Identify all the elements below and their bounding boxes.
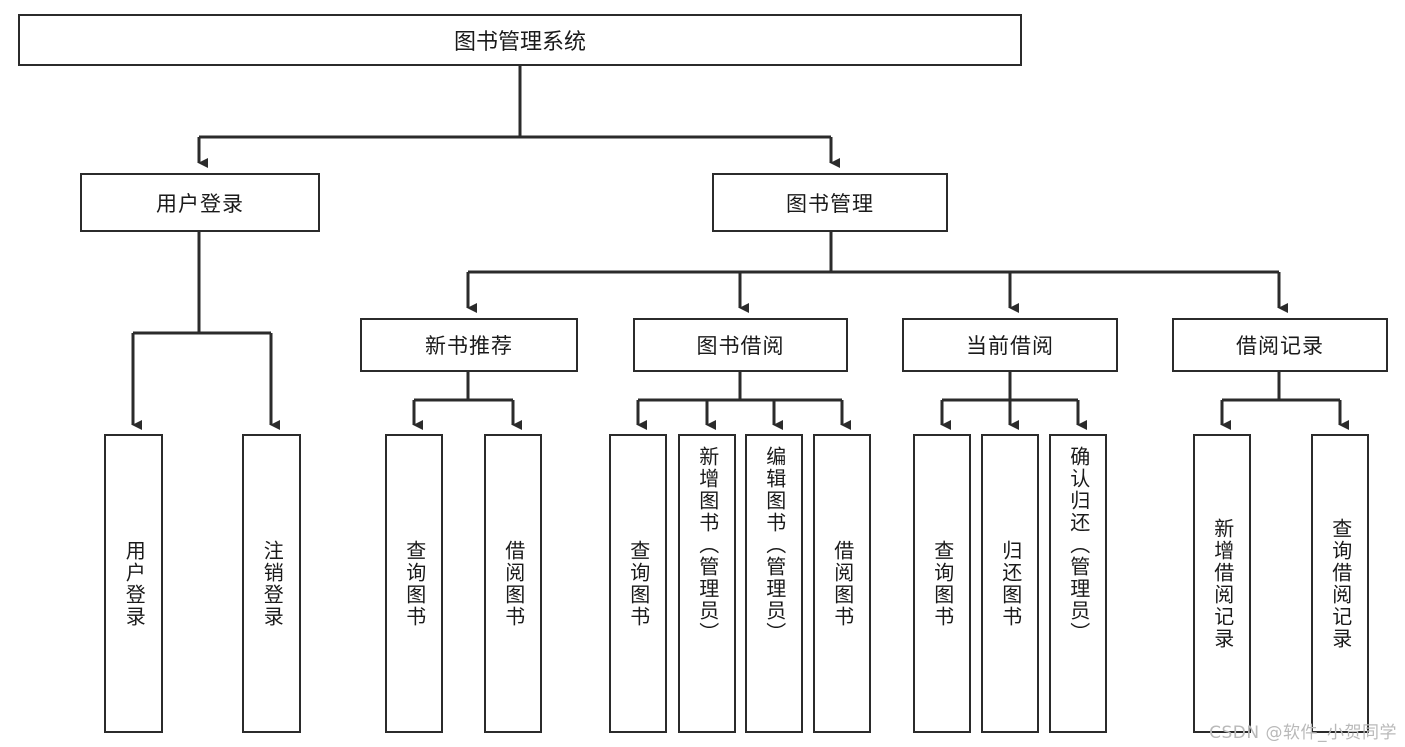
leaf-borrow-book-borrow[interactable]: 借阅图书 xyxy=(813,434,871,733)
leaf-inner: 查询图书 xyxy=(387,440,441,727)
leaf-add-book-admin[interactable]: 新增图书（管理员） xyxy=(678,434,736,733)
leaf-label: 编辑图书（管理员） xyxy=(762,446,787,644)
leaf-label: 新增图书（管理员） xyxy=(695,446,720,644)
leaf-label: 查询图书 xyxy=(626,539,651,628)
node-root-book-management-system[interactable]: 图书管理系统 xyxy=(18,14,1022,66)
node-borrow-record[interactable]: 借阅记录 xyxy=(1172,318,1388,372)
leaf-label: 借阅图书 xyxy=(501,539,526,628)
leaf-add-borrow-record[interactable]: 新增借阅记录 xyxy=(1193,434,1251,733)
node-label: 图书管理 xyxy=(786,191,874,216)
leaf-label: 查询图书 xyxy=(930,539,955,628)
node-label: 用户登录 xyxy=(156,191,244,216)
leaf-label: 查询借阅记录 xyxy=(1328,517,1353,650)
leaf-inner: 借阅图书 xyxy=(815,440,869,727)
leaf-label: 确认归还（管理员） xyxy=(1066,446,1091,644)
leaf-borrow-book-newbook[interactable]: 借阅图书 xyxy=(484,434,542,733)
leaf-label: 归还图书 xyxy=(998,539,1023,628)
leaf-edit-book-admin[interactable]: 编辑图书（管理员） xyxy=(745,434,803,733)
leaf-query-book-current[interactable]: 查询图书 xyxy=(913,434,971,733)
leaf-label: 借阅图书 xyxy=(830,539,855,628)
leaf-user-login[interactable]: 用户登录 xyxy=(104,434,163,733)
leaf-inner: 查询图书 xyxy=(915,440,969,727)
leaf-inner: 查询借阅记录 xyxy=(1313,440,1367,727)
node-book-management[interactable]: 图书管理 xyxy=(712,173,948,232)
leaf-inner: 借阅图书 xyxy=(486,440,540,727)
leaf-query-book-borrow[interactable]: 查询图书 xyxy=(609,434,667,733)
leaf-query-book-newbook[interactable]: 查询图书 xyxy=(385,434,443,733)
leaf-inner: 归还图书 xyxy=(983,440,1037,727)
leaf-inner: 新增图书（管理员） xyxy=(680,440,734,727)
leaf-inner: 编辑图书（管理员） xyxy=(747,440,801,727)
leaf-inner: 新增借阅记录 xyxy=(1195,440,1249,727)
leaf-logout[interactable]: 注销登录 xyxy=(242,434,301,733)
leaf-inner: 查询图书 xyxy=(611,440,665,727)
leaf-label: 新增借阅记录 xyxy=(1210,517,1235,650)
leaf-inner: 确认归还（管理员） xyxy=(1051,440,1105,727)
leaf-query-borrow-record[interactable]: 查询借阅记录 xyxy=(1311,434,1369,733)
leaf-inner: 注销登录 xyxy=(244,440,299,727)
node-label: 借阅记录 xyxy=(1236,334,1324,358)
node-label: 当前借阅 xyxy=(966,334,1054,358)
node-user-login[interactable]: 用户登录 xyxy=(80,173,320,232)
node-current-borrow[interactable]: 当前借阅 xyxy=(902,318,1118,372)
leaf-label: 注销登录 xyxy=(260,539,285,628)
leaf-label: 用户登录 xyxy=(122,539,147,628)
node-label: 图书管理系统 xyxy=(453,30,586,55)
csdn-watermark: CSDN @软件_小贺同学 xyxy=(1209,723,1397,743)
leaf-inner: 用户登录 xyxy=(106,440,161,727)
node-book-borrow[interactable]: 图书借阅 xyxy=(633,318,848,372)
leaf-confirm-return-admin[interactable]: 确认归还（管理员） xyxy=(1049,434,1107,733)
node-label: 图书借阅 xyxy=(696,334,785,358)
node-label: 新书推荐 xyxy=(425,334,513,358)
leaf-return-book[interactable]: 归还图书 xyxy=(981,434,1039,733)
leaf-label: 查询图书 xyxy=(402,539,427,628)
node-new-book-recommend[interactable]: 新书推荐 xyxy=(360,318,578,372)
